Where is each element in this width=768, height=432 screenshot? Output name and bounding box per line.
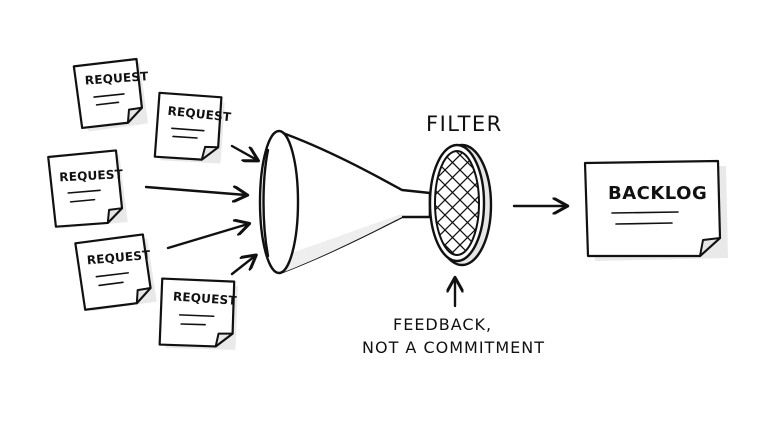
arrow-note-2-to-funnel	[230, 144, 257, 160]
caption-line-1: FEEDBACK,	[393, 315, 492, 334]
request-note-4: REQUEST	[74, 233, 157, 312]
caption-line-2: NOT A COMMITMENT	[362, 338, 545, 357]
request-note-2-label: REQUEST	[167, 104, 233, 125]
request-note-5: REQUEST	[158, 277, 238, 350]
request-note-1-label: REQUEST	[84, 69, 149, 87]
request-note-2: REQUEST	[153, 91, 233, 164]
funnel	[258, 129, 432, 275]
filter-sieve	[428, 143, 493, 267]
arrow-note-5-to-funnel	[230, 256, 255, 276]
arrow-note-4-to-funnel	[166, 224, 248, 250]
arrow-note-3-to-funnel	[144, 187, 246, 195]
request-note-5-label: REQUEST	[173, 289, 238, 307]
backlog-label: BACKLOG	[608, 183, 707, 204]
request-note-4-label: REQUEST	[86, 248, 151, 268]
request-note-3: REQUEST	[47, 149, 128, 229]
filter-mesh	[435, 151, 479, 255]
filter-label: FILTER	[426, 112, 503, 136]
request-note-3-label: REQUEST	[59, 167, 124, 184]
request-note-1: REQUEST	[72, 57, 150, 132]
backlog-card: BACKLOG	[583, 159, 728, 261]
